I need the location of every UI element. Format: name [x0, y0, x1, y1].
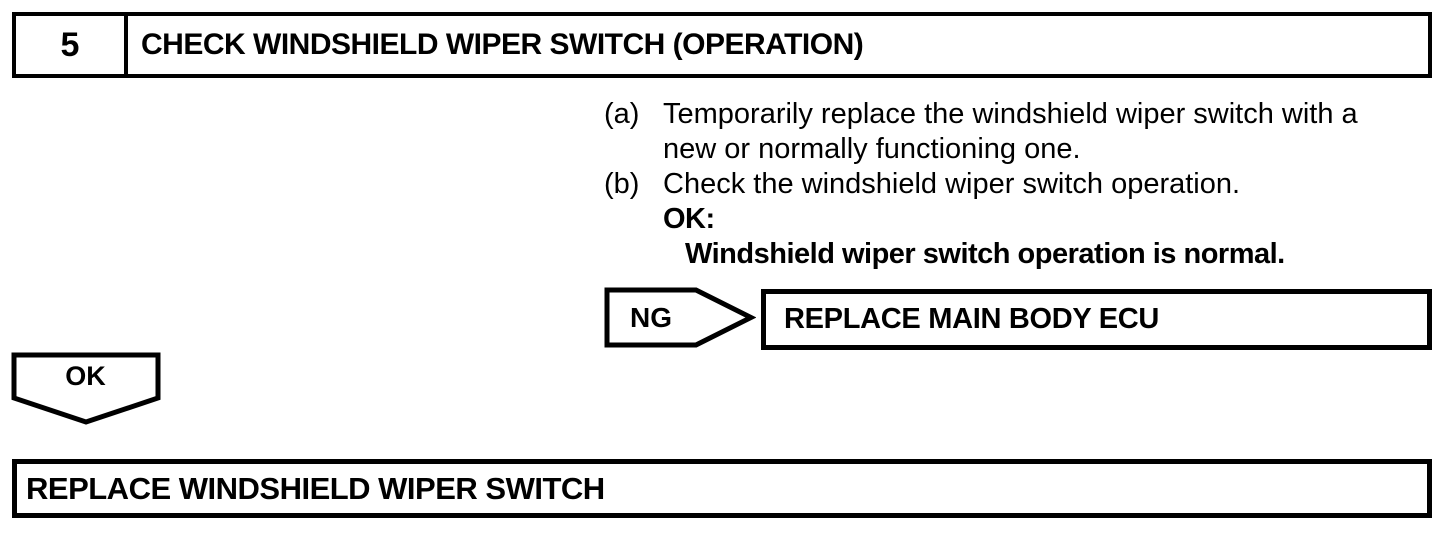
step-title: CHECK WINDSHIELD WIPER SWITCH (OPERATION…	[141, 28, 864, 61]
ng-action-box: REPLACE MAIN BODY ECU	[761, 289, 1432, 350]
instruction-text-b-line-1: Check the windshield wiper switch operat…	[663, 168, 1241, 200]
step-number: 5	[16, 16, 128, 74]
ok-criteria-condition: Windshield wiper switch operation is nor…	[685, 238, 1285, 270]
ok-arrow-label: OK	[65, 361, 106, 391]
ok-arrow-icon	[11, 352, 161, 425]
ok-criteria-heading: OK:	[663, 203, 715, 235]
instruction-marker-a: (a)	[604, 98, 640, 130]
instruction-text-a: Temporarily replace the windshield wiper…	[663, 97, 1450, 167]
ng-arrow-icon	[604, 287, 756, 348]
instruction-item-b: (b) Check the windshield wiper switch op…	[604, 167, 1450, 202]
step-header: 5 CHECK WINDSHIELD WIPER SWITCH (OPERATI…	[12, 12, 1432, 78]
instruction-item-a: (a) Temporarily replace the windshield w…	[604, 97, 1450, 167]
ng-arrow-label: NG	[630, 301, 672, 333]
instruction-text-a-line-1: Temporarily replace the windshield wiper…	[663, 98, 1358, 130]
instruction-text-a-line-2: new or normally functioning one.	[663, 133, 1081, 165]
instruction-list: (a) Temporarily replace the windshield w…	[604, 97, 1450, 272]
final-action-box: REPLACE WINDSHIELD WIPER SWITCH	[12, 459, 1432, 518]
instruction-marker-b: (b)	[604, 168, 640, 200]
instruction-text-b: Check the windshield wiper switch operat…	[663, 167, 1450, 202]
